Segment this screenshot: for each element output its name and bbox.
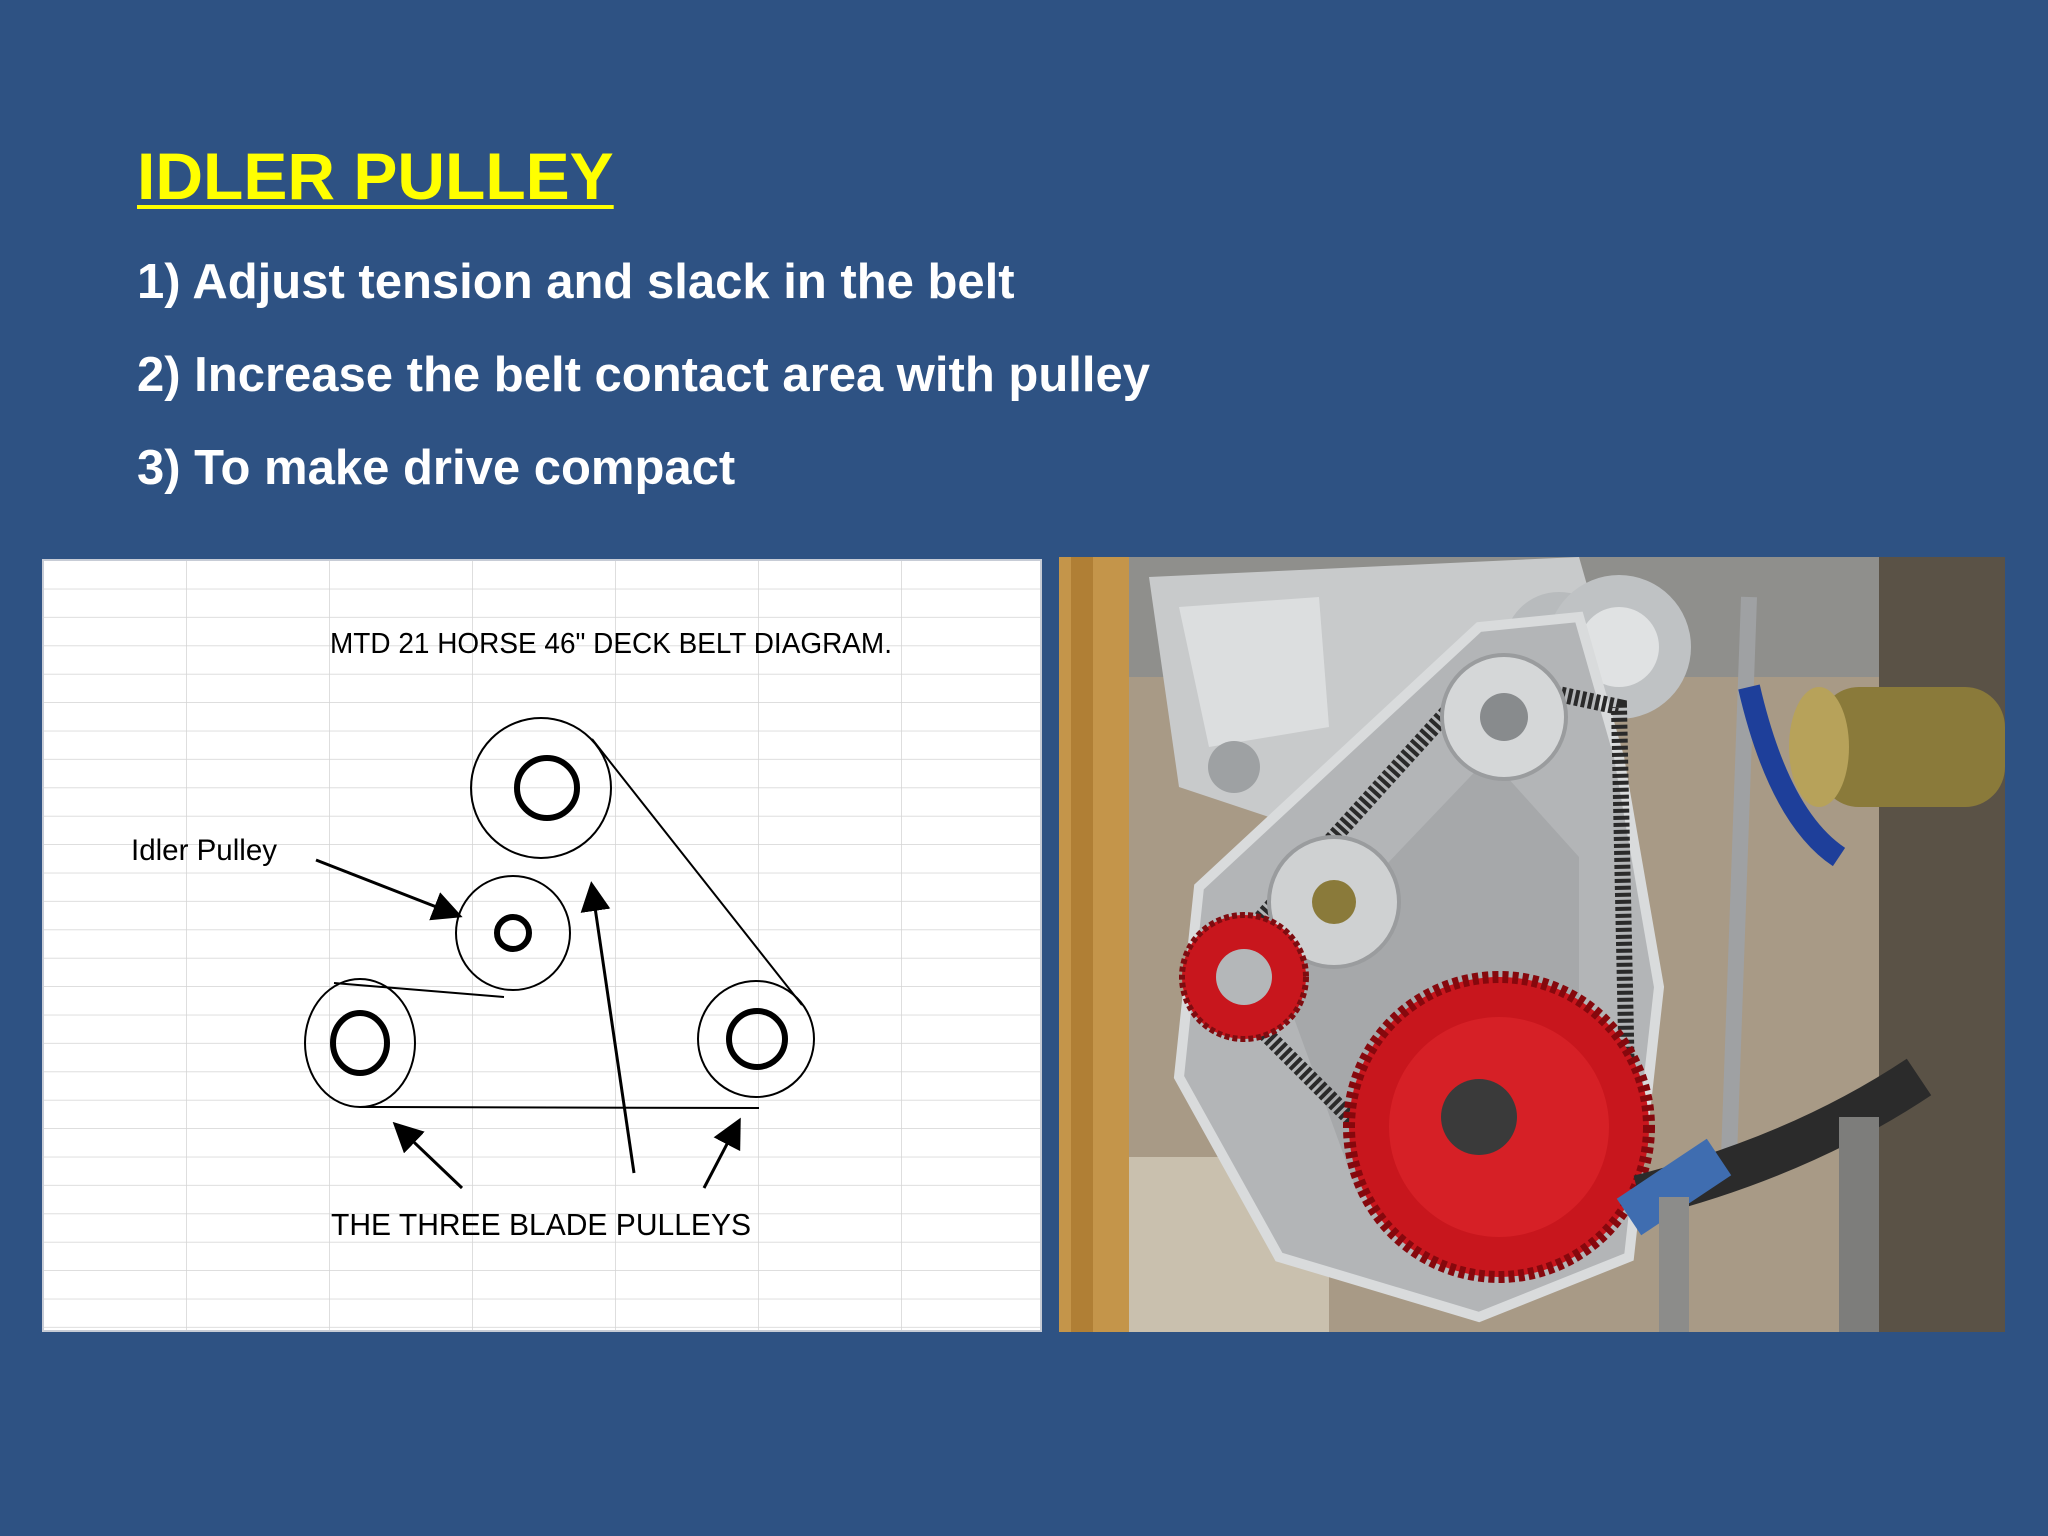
belt-diagram-drawing: MTD 21 HORSE 46" DECK BELT DIAGRAM. xyxy=(44,561,1040,1330)
right-blade-pulley xyxy=(697,980,815,1098)
blade-pulleys-label: THE THREE BLADE PULLEYS xyxy=(331,1207,751,1242)
slide-title: IDLER PULLEY xyxy=(137,139,614,213)
engine-belt-photo xyxy=(1059,557,2005,1332)
idler-pulley-label: Idler Pulley xyxy=(131,834,277,867)
bullet-item: 3) To make drive compact xyxy=(137,441,736,495)
bullet-item: 1) Adjust tension and slack in the belt xyxy=(137,255,1015,309)
bullet-item: 2) Increase the belt contact area with p… xyxy=(137,348,1150,402)
top-blade-pulley xyxy=(470,717,612,859)
idler-pulley xyxy=(455,875,571,991)
belt-diagram: MTD 21 HORSE 46" DECK BELT DIAGRAM. xyxy=(42,559,1042,1332)
engine-belt-illustration xyxy=(1059,557,2005,1332)
diagram-title: MTD 21 HORSE 46" DECK BELT DIAGRAM. xyxy=(330,628,892,660)
bullet-list: 1) Adjust tension and slack in the belt … xyxy=(137,250,1150,529)
